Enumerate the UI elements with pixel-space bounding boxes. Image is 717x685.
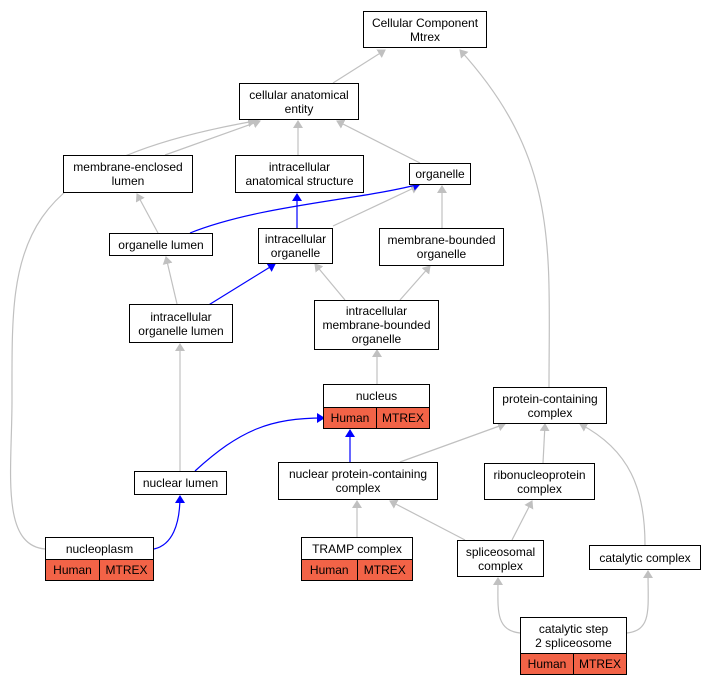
node-label: catalytic step 2 spliceosome [535, 621, 612, 650]
edge-rnp-to-pcc [539, 423, 550, 464]
annotation-row: Human MTREX [46, 559, 153, 580]
node-nuclear-protein-containing-complex[interactable]: nuclear protein-containing complex [278, 462, 438, 500]
gene-cell: MTREX [356, 560, 412, 580]
node-label: catalytic complex [599, 550, 691, 565]
node-membrane-bounded-organelle[interactable]: membrane-bounded organelle [379, 228, 504, 266]
edge-nl-to-nucleus-blue [194, 413, 325, 472]
edge-mel-to-cae [164, 118, 261, 156]
annotation-row: Human MTREX [521, 653, 626, 674]
node-organelle[interactable]: organelle [409, 163, 471, 185]
edge-io-to-org [332, 184, 419, 227]
edge-org-to-cae [336, 119, 421, 164]
edge-iol-to-io-blue [206, 263, 276, 307]
node-intracellular-membrane-bounded-organelle[interactable]: intracellular membrane-bounded organelle [314, 300, 439, 350]
edge-imbo-to-mbo [399, 265, 431, 301]
species-cell: Human [521, 654, 573, 674]
node-label: cellular anatomical entity [249, 87, 349, 116]
node-catalytic-complex[interactable]: catalytic complex [589, 545, 701, 570]
node-spliceosomal-complex[interactable]: spliceosomal complex [457, 540, 544, 577]
node-nucleoplasm[interactable]: nucleoplasm Human MTREX [45, 537, 154, 581]
node-label: intracellular organelle lumen [138, 309, 224, 338]
edge-sc-to-npcc [389, 499, 466, 541]
node-label: spliceosomal complex [465, 544, 536, 573]
node-nucleus[interactable]: nucleus Human MTREX [323, 384, 430, 429]
node-label: intracellular organelle [264, 232, 327, 260]
edge-cae-to-cc [332, 49, 386, 84]
gene-cell: MTREX [99, 560, 153, 580]
edge-ol-to-org-blue [189, 180, 421, 234]
node-nuclear-lumen[interactable]: nuclear lumen [134, 471, 227, 495]
node-label: membrane-bounded organelle [387, 233, 496, 261]
node-ribonucleoprotein-complex[interactable]: ribonucleoprotein complex [484, 463, 595, 500]
node-label: membrane-enclosed lumen [73, 160, 183, 188]
node-label: ribonucleoprotein complex [493, 467, 586, 496]
edge-pcc-to-cc [459, 49, 550, 388]
node-intracellular-organelle[interactable]: intracellular organelle [258, 228, 333, 264]
edge-cs2-to-sc [492, 577, 521, 634]
node-label: nuclear lumen [142, 476, 219, 490]
annotation-row: Human MTREX [302, 559, 412, 580]
edge-sc-to-rnp [511, 500, 534, 541]
node-label: Cellular Component Mtrex [371, 15, 479, 44]
node-cellular-component[interactable]: Cellular Component Mtrex [363, 11, 487, 48]
node-label: nucleus [355, 389, 398, 403]
node-intracellular-organelle-lumen[interactable]: intracellular organelle lumen [129, 304, 233, 343]
edge-cs2-to-cat [626, 570, 654, 634]
gene-cell: MTREX [573, 654, 626, 674]
node-protein-containing-complex[interactable]: protein-containing complex [493, 387, 607, 424]
edge-imbo-to-io [314, 263, 346, 301]
node-label: organelle lumen [118, 237, 204, 252]
species-cell: Human [302, 560, 357, 580]
node-organelle-lumen[interactable]: organelle lumen [109, 233, 213, 256]
node-label: nuclear protein-containing complex [288, 467, 428, 495]
edge-nucleoplasm-to-nl-blue [153, 495, 185, 550]
edge-iol-to-ol [162, 256, 178, 305]
edge-cat-to-pcc [579, 422, 646, 546]
edge-ol-to-mel [135, 193, 159, 234]
node-label: intracellular membrane-bounded organelle [322, 304, 431, 346]
gene-cell: MTREX [376, 408, 429, 428]
annotation-row: Human MTREX [324, 407, 429, 428]
species-cell: Human [46, 560, 99, 580]
node-catalytic-step-2-spliceosome[interactable]: catalytic step 2 spliceosome Human MTREX [520, 617, 627, 675]
node-label: intracellular anatomical structure [245, 160, 354, 188]
node-label: organelle [415, 167, 465, 181]
node-membrane-enclosed-lumen[interactable]: membrane-enclosed lumen [63, 155, 193, 193]
edge-npcc-to-pcc [399, 421, 506, 463]
node-intracellular-anatomical-structure[interactable]: intracellular anatomical structure [235, 155, 364, 193]
node-label: protein-containing complex [502, 391, 598, 420]
node-tramp-complex[interactable]: TRAMP complex Human MTREX [301, 537, 413, 581]
species-cell: Human [324, 408, 376, 428]
node-label: nucleoplasm [65, 541, 134, 556]
node-label: TRAMP complex [312, 541, 402, 556]
node-cellular-anatomical-entity[interactable]: cellular anatomical entity [239, 83, 359, 120]
